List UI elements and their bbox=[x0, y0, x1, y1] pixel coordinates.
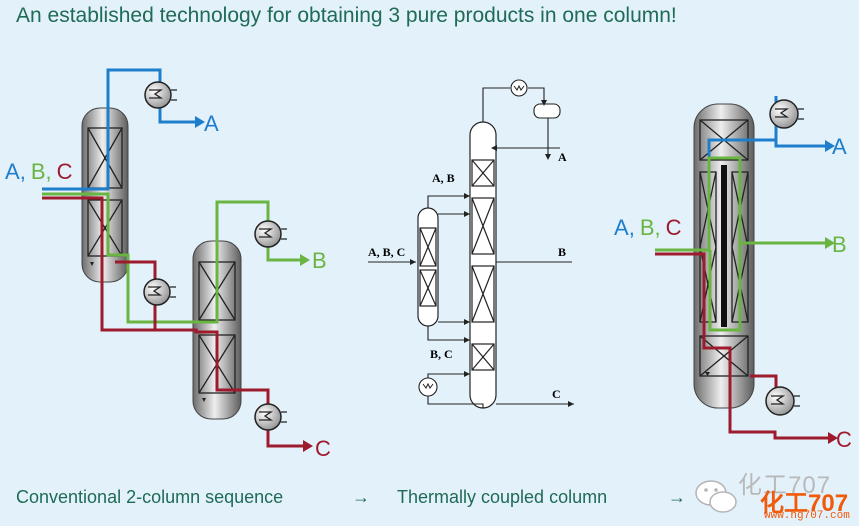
schematic-main-column bbox=[469, 121, 497, 409]
condenser-1-icon bbox=[144, 81, 177, 109]
left-product-a-label: A bbox=[204, 111, 219, 136]
right-product-c-label: C bbox=[836, 427, 852, 452]
reboiler-3-icon bbox=[765, 386, 800, 416]
schematic-prefractionator bbox=[417, 207, 439, 327]
slide-title: An established technology for obtaining … bbox=[16, 4, 677, 27]
wechat-icon bbox=[695, 480, 737, 513]
reboiler-2-icon bbox=[254, 403, 287, 431]
condenser-2-icon bbox=[254, 220, 287, 248]
condenser-3-icon bbox=[769, 99, 804, 129]
reboiler-1-icon bbox=[143, 278, 176, 306]
watermark-url: www.hg707.com bbox=[764, 510, 850, 522]
schematic-label-b: B bbox=[558, 245, 566, 259]
sequence-arrow-2: → bbox=[668, 487, 686, 507]
schematic-label-bc: B, C bbox=[430, 347, 453, 361]
watermark-ghost-text: 化工707 bbox=[738, 472, 832, 499]
left-product-b-label: B bbox=[312, 248, 327, 273]
sequence-arrow-1: → bbox=[352, 487, 370, 507]
sequence-step-1: Conventional 2-column sequence bbox=[16, 487, 284, 507]
schematic-label-abc: A, B, C bbox=[368, 245, 405, 259]
schematic-reboiler-icon bbox=[418, 377, 438, 397]
schematic-condenser-icon bbox=[510, 79, 528, 97]
watermark-brand: 化工707 bbox=[760, 490, 849, 517]
right-feed-label: A,B,C bbox=[614, 215, 682, 240]
right-product-a-label: A bbox=[832, 134, 847, 159]
schematic-label-a: A bbox=[558, 150, 567, 164]
schematic-label-c: C bbox=[552, 387, 561, 401]
schematic-label-ab: A, B bbox=[432, 171, 455, 185]
sequence-step-2: Thermally coupled column bbox=[397, 487, 608, 507]
right-product-b-label: B bbox=[832, 232, 847, 257]
left-feed-label: A,B,C bbox=[5, 159, 73, 184]
left-product-c-label: C bbox=[315, 436, 331, 461]
watermark: 化工707 化工707 www.hg707.com bbox=[694, 465, 854, 523]
